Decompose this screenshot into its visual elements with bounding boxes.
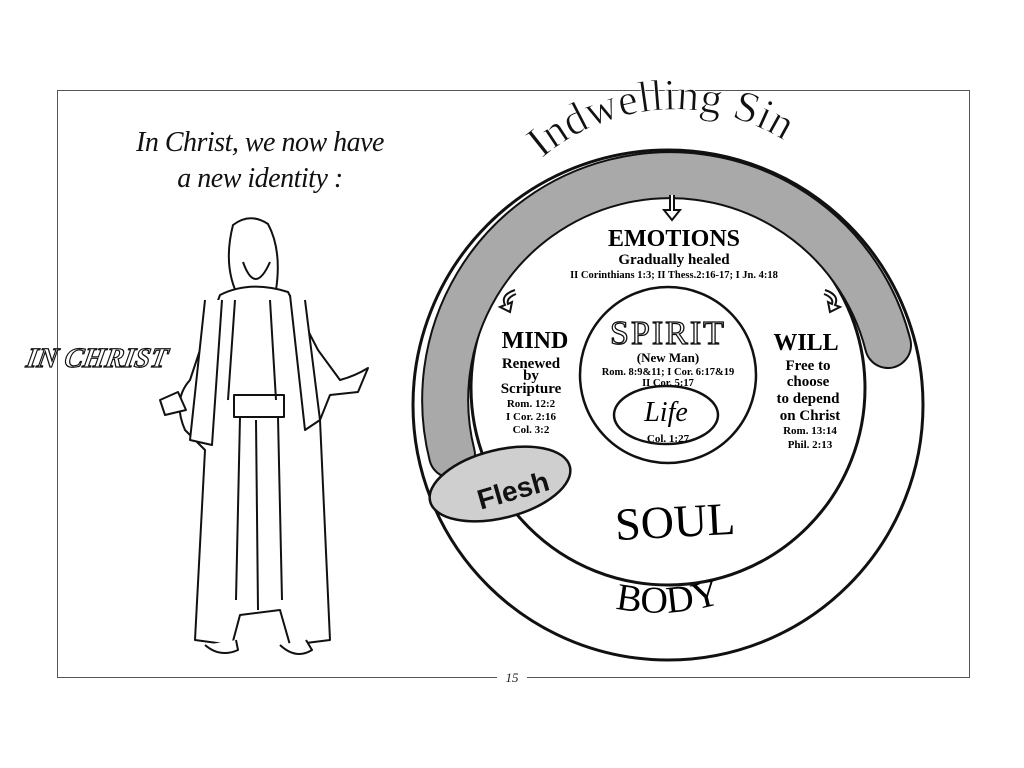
- arrow-curve-left-icon: [497, 289, 517, 314]
- in-christ-label: IN CHRIST: [23, 343, 172, 374]
- will-line-4: on Christ: [780, 408, 840, 424]
- arrow-icons: [497, 195, 843, 314]
- indwelling-sin-band: [423, 153, 910, 477]
- spirit-subtitle: (New Man): [637, 350, 699, 365]
- life-ref: Col. 1:27: [647, 433, 690, 445]
- soul-label: SOUL: [614, 493, 737, 550]
- emotions-title: EMOTIONS: [608, 226, 740, 252]
- mind-line-2: by: [523, 368, 539, 384]
- heading-line-1: In Christ, we now have: [136, 127, 385, 158]
- body-label: BODY: [614, 571, 724, 622]
- arrow-curve-right-icon: [823, 289, 843, 314]
- christ-figure-illustration: [159, 217, 369, 655]
- spirit-title: SPIRIT: [610, 315, 726, 352]
- emotions-refs: II Corinthians 1:3; II Thess.2:16-17; I …: [570, 270, 778, 281]
- emotions-subtitle: Gradually healed: [618, 252, 730, 268]
- mind-ref-2: I Cor. 2:16: [506, 411, 557, 423]
- life-ellipse: [612, 384, 720, 446]
- will-ref-1: Rom. 13:14: [783, 425, 837, 437]
- flesh-ellipse: [428, 445, 572, 523]
- heading-line-2: a new identity :: [177, 163, 343, 194]
- mind-title: MIND: [502, 328, 569, 354]
- mind-ref-3: Col. 3:2: [513, 424, 550, 436]
- will-line-3: to depend: [777, 391, 841, 407]
- will-line-1: Free to: [785, 358, 830, 374]
- will-title: WILL: [773, 330, 838, 356]
- mind-ref-1: Rom. 12:2: [507, 398, 556, 410]
- mind-line-1: Renewed: [502, 356, 561, 372]
- life-title: Life: [643, 397, 688, 428]
- page-heading: In Christ, we now have a new identity :: [95, 125, 425, 197]
- page-number: 15: [497, 670, 527, 686]
- mind-line-3: Scripture: [501, 381, 562, 397]
- spirit-ref-1: Rom. 8:9&11; I Cor. 6:17&19: [602, 367, 735, 378]
- arrow-down-icon: [661, 195, 683, 222]
- will-line-2: choose: [787, 374, 830, 390]
- spirit-ref-2: II Cor. 5:17: [642, 378, 694, 389]
- will-ref-2: Phil. 2:13: [788, 439, 833, 451]
